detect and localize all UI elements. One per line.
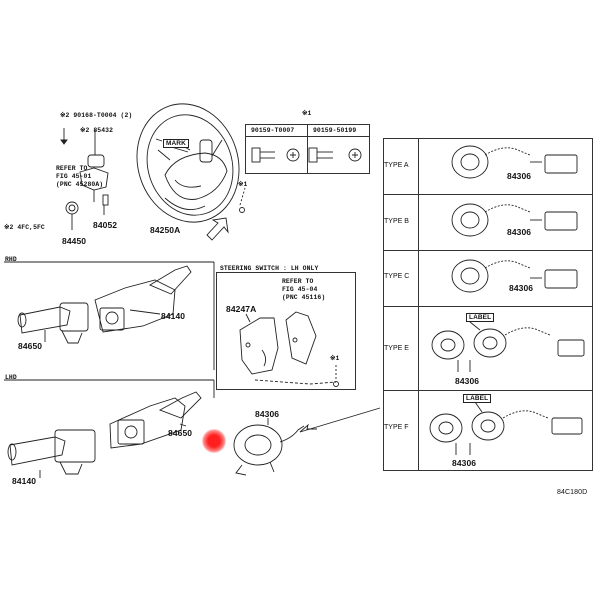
- type-f-part: 84306: [452, 458, 477, 468]
- type-e-label: TYPE E: [384, 345, 409, 352]
- column-cover-illustration: [60, 128, 109, 215]
- lhd-title: LHD: [5, 374, 17, 381]
- part-84250a-label: 84250A: [150, 225, 181, 235]
- mark-tag: MARK: [163, 139, 189, 148]
- type-e-tag: LABEL: [466, 313, 495, 322]
- note-90168: ※2 90168-T0004 (2): [60, 112, 133, 119]
- type-a-label: TYPE A: [384, 162, 409, 169]
- type-b-spiral: [451, 203, 578, 237]
- part-84450-label: 84450: [62, 236, 87, 246]
- types-row-divider: [383, 306, 593, 307]
- type-b-label: TYPE B: [384, 218, 409, 225]
- part-85432-label: ※2 85432: [80, 127, 113, 134]
- bolt-table-col-divider: [307, 124, 308, 174]
- bolt-illustrations: [251, 147, 362, 163]
- refer-45-line3: (PNC 45280A): [56, 181, 104, 188]
- type-f-label: TYPE F: [384, 424, 409, 431]
- steering-note: ※1: [330, 355, 340, 362]
- steering-switch-illustration: [239, 311, 317, 375]
- steering-refer-line1: REFER TO: [282, 278, 314, 285]
- steering-wheel-illustration: [136, 103, 240, 223]
- refer-45-line2: FIG 45-01: [56, 173, 92, 180]
- types-row-divider: [383, 250, 593, 251]
- steering-switch-box: [216, 272, 356, 390]
- bolt2-label: 90159-50199: [313, 127, 357, 134]
- note-4fc: ※2 4FC,5FC: [4, 224, 45, 231]
- rhd-combination-switch: [17, 265, 192, 344]
- type-e-part: 84306: [455, 376, 480, 386]
- types-row-divider: [383, 194, 593, 195]
- type-c-spiral: [451, 259, 578, 293]
- type-f-tag: LABEL: [463, 394, 492, 403]
- red-marker-dot: [202, 429, 226, 453]
- type-e-spiral: [431, 321, 585, 372]
- rhd-part-84650: 84650: [18, 341, 43, 351]
- type-f-spiral: [429, 401, 583, 455]
- type-a-part: 84306: [507, 171, 532, 181]
- spiral-part-label: 84306: [255, 409, 280, 419]
- types-panel: [383, 138, 593, 471]
- spiral-cable-main: [233, 424, 305, 476]
- wheel-note-label: ※1: [238, 181, 248, 188]
- part-84052-label: 84052: [93, 220, 118, 230]
- type-a-spiral: [451, 145, 578, 179]
- type-c-label: TYPE C: [384, 273, 410, 280]
- refer-45-line1: REFER TO: [56, 165, 88, 172]
- rhd-title: RHD: [5, 256, 17, 263]
- types-row-divider: [383, 390, 593, 391]
- type-b-part: 84306: [507, 227, 532, 237]
- bolt1-label: 90159-T0007: [251, 127, 295, 134]
- steering-refer-line2: FIG 45-04: [282, 286, 318, 293]
- figure-code: 84C180D: [557, 489, 588, 496]
- steering-switch-title: STEERING SWITCH : LH ONLY: [220, 265, 319, 272]
- type-c-part: 84306: [509, 283, 534, 293]
- lhd-part-84140: 84140: [12, 476, 37, 486]
- rhd-part-84140: 84140: [161, 311, 186, 321]
- lhd-combination-switch: [7, 391, 202, 475]
- steering-refer-line3: (PNC 45116): [282, 294, 326, 301]
- steering-switch-part: 84247A: [226, 304, 257, 314]
- lhd-part-84650: 84650: [168, 428, 193, 438]
- types-col-divider: [418, 138, 419, 471]
- bolt-header-note: ※1: [302, 110, 312, 117]
